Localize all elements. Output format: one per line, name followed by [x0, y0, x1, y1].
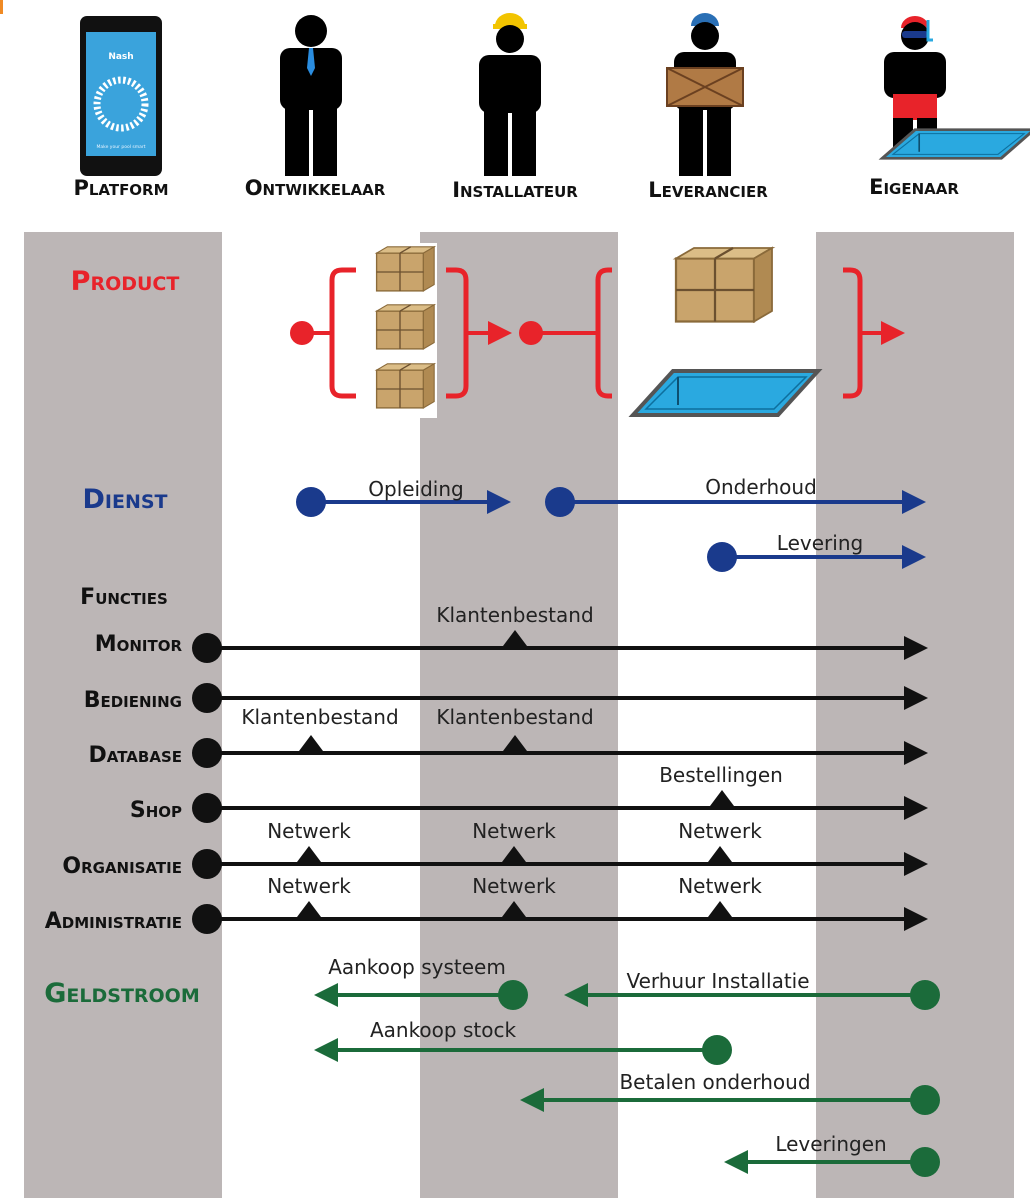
function-row-administratie: Administratie Netwerk Netwerk Netwerk — [45, 874, 928, 934]
function-row-organisatie: Organisatie Netwerk Netwerk Netwerk — [62, 819, 928, 879]
column-band-installateur — [420, 232, 618, 1198]
smartphone-icon: Nash Make your pool smart — [80, 16, 162, 176]
function-row-database: Database Klantenbestand Klantenbestand — [89, 705, 928, 768]
annotation-label: Bestellingen — [659, 763, 783, 787]
function-label: Administratie — [45, 909, 182, 934]
role-label-eigenaar: Eigenaar — [869, 175, 959, 199]
function-row-shop: Shop Bestellingen — [130, 763, 928, 823]
annotation-label: Netwerk — [472, 819, 556, 843]
role-eigenaar: Eigenaar — [869, 16, 1030, 199]
flow-label: Aankoop systeem — [328, 955, 506, 979]
role-label-leverancier: Leverancier — [648, 178, 768, 202]
function-label: Database — [89, 743, 182, 768]
role-platform: Nash Make your pool smart Platform — [73, 16, 169, 200]
flow-label: Verhuur Installatie — [626, 969, 809, 993]
money-flow-leveringen: Leveringen — [724, 1132, 940, 1177]
swimming-pool-icon — [631, 369, 820, 417]
service-flow-levering: Levering — [707, 531, 926, 572]
annotation-label: Netwerk — [472, 874, 556, 898]
flow-label: Leveringen — [775, 1132, 886, 1156]
annotation-label: Klantenbestand — [436, 603, 593, 627]
service-flow-opleiding: Opleiding — [296, 477, 511, 517]
product-flow-1 — [290, 243, 512, 418]
role-label-ontwikkelaar: Ontwikkelaar — [245, 176, 386, 200]
section-label-functies: Functies — [80, 585, 168, 610]
annotation-label: Klantenbestand — [241, 705, 398, 729]
function-label: Organisatie — [62, 854, 182, 879]
annotation-label: Netwerk — [267, 874, 351, 898]
function-label: Shop — [130, 798, 182, 823]
money-flow-aankoop-systeem: Aankoop systeem — [314, 955, 528, 1010]
column-band-platform — [24, 232, 222, 1198]
money-flow-verhuur-installatie: Verhuur Installatie — [564, 969, 940, 1010]
role-label-platform: Platform — [73, 176, 168, 200]
phone-brand: Nash — [108, 52, 133, 62]
flow-label: Levering — [777, 531, 863, 555]
role-label-installateur: Installateur — [452, 178, 578, 202]
hardhat-worker-icon — [479, 13, 541, 176]
section-label-geldstroom: Geldstroom — [44, 978, 200, 1009]
orange-corner-mark — [0, 0, 3, 14]
businessman-icon — [280, 15, 342, 176]
function-label: Monitor — [95, 632, 183, 657]
role-leverancier: Leverancier — [648, 13, 768, 202]
phone-tagline: Make your pool smart — [97, 144, 146, 150]
money-flow-aankoop-stock: Aankoop stock — [314, 1018, 732, 1065]
package-icon — [674, 246, 774, 323]
function-row-monitor: Monitor Klantenbestand — [95, 603, 928, 663]
money-flow-betalen-onderhoud: Betalen onderhoud — [520, 1070, 940, 1115]
flow-label: Betalen onderhoud — [619, 1070, 810, 1094]
function-label: Bediening — [84, 688, 182, 713]
column-band-eigenaar — [816, 232, 1014, 1198]
package-icon — [375, 246, 435, 292]
annotation-label: Netwerk — [678, 819, 762, 843]
annotation-label: Netwerk — [678, 874, 762, 898]
delivery-worker-icon — [666, 13, 744, 176]
package-icon — [375, 363, 435, 409]
role-installateur: Installateur — [452, 13, 578, 202]
package-icon — [375, 304, 435, 350]
section-label-product: Product — [71, 266, 180, 297]
product-flow-2 — [519, 246, 905, 417]
flow-label: Opleiding — [368, 477, 463, 501]
section-label-dienst: Dienst — [82, 484, 167, 515]
function-row-bediening: Bediening — [84, 683, 928, 713]
annotation-label: Klantenbestand — [436, 705, 593, 729]
annotation-label: Netwerk — [267, 819, 351, 843]
role-ontwikkelaar: Ontwikkelaar — [245, 15, 386, 200]
flow-label: Onderhoud — [705, 475, 817, 499]
swimmer-icon — [884, 16, 946, 158]
service-flow-onderhoud: Onderhoud — [545, 475, 926, 517]
flow-label: Aankoop stock — [370, 1018, 517, 1042]
